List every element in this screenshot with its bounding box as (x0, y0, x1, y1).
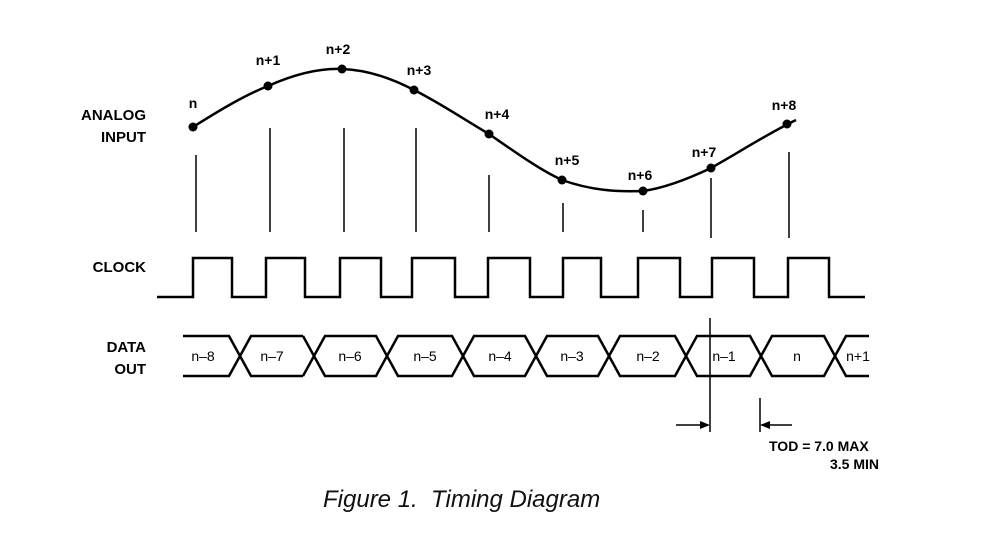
sample-dot (263, 81, 273, 91)
sample-dot (337, 64, 347, 74)
sample-dot (409, 85, 419, 95)
bus-cell-label: n+1 (846, 348, 870, 364)
tod-arrow-left-icon (700, 421, 710, 429)
bus-cell-label: n (793, 348, 801, 364)
sample-label: n+7 (692, 144, 717, 160)
sample-label: n+6 (628, 167, 653, 183)
sample-label: n+1 (256, 52, 281, 68)
sample-label: n+5 (555, 152, 580, 168)
bus-cell-label: n–2 (636, 348, 660, 364)
analog-waveform (192, 67, 797, 193)
sample-dot (782, 119, 792, 129)
figure-caption: Figure 1. Timing Diagram (323, 486, 600, 513)
bus-cell-label: n–1 (712, 348, 736, 364)
sample-dot (706, 163, 716, 173)
clock-waveform (157, 256, 865, 299)
tod-max-text: TOD = 7.0 MAX (769, 438, 869, 454)
data-bus (183, 334, 869, 378)
bus-cell-label: n–3 (560, 348, 584, 364)
data-out-label-line2: OUT (114, 361, 146, 378)
bus-cell-label: n–6 (338, 348, 362, 364)
sample-label: n+4 (485, 106, 510, 122)
clock-label: CLOCK (93, 259, 146, 276)
tod-arrow-right-icon (760, 421, 770, 429)
data-out-label-line1: DATA (107, 339, 147, 356)
bus-cell-label: n–8 (191, 348, 215, 364)
sample-label: n+8 (772, 97, 797, 113)
bus-cell-label: n–7 (260, 348, 284, 364)
sample-dot (638, 186, 648, 196)
sample-dot (484, 129, 494, 139)
bus-segment (833, 334, 869, 378)
sample-dots (188, 64, 792, 196)
analog-input-label-line1: ANALOG (81, 107, 146, 124)
sample-dot (557, 175, 567, 185)
sample-label: n+2 (326, 41, 351, 57)
tod-min-text: 3.5 MIN (830, 456, 879, 472)
bus-cell-label: n–5 (413, 348, 437, 364)
sample-label: n (189, 95, 198, 111)
sample-dot (188, 122, 198, 132)
sample-markers (195, 128, 790, 238)
sample-label: n+3 (407, 62, 432, 78)
analog-input-label-line2: INPUT (101, 129, 146, 146)
bus-cell-label: n–4 (488, 348, 512, 364)
